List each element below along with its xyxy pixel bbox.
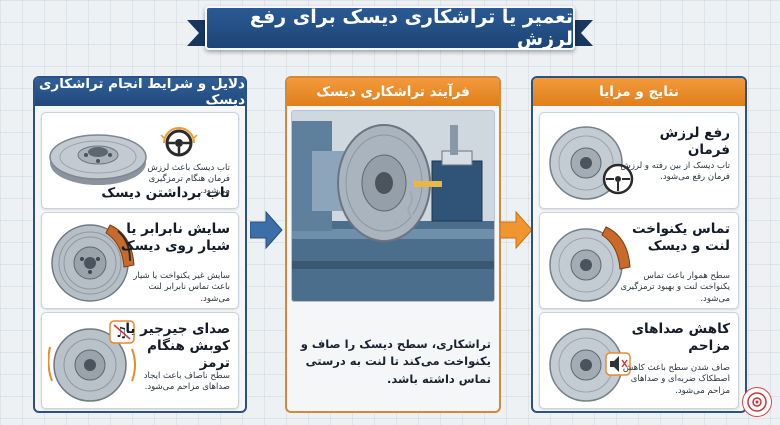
cause-2-desc: سایش غیر یکنواخت یا شیار باعث تماس نابرا…	[133, 271, 230, 304]
process-header-text: فرآیند تراشکاری دیسک	[316, 84, 470, 100]
causes-panel-header: دلایل و شرایط انجام تراشکاری دیسک	[35, 76, 245, 108]
arrow-right-orange-icon	[500, 210, 533, 250]
result-1-desc: تاب دیسک از بین رفته و لرزش فرمان رفع می…	[620, 161, 730, 183]
result-3-title: کاهش صداهای مزاحم	[631, 321, 730, 354]
results-panel-header: نتایج و مزایا	[533, 78, 745, 106]
cause-2-title: سایش نابرابر یا شیار روی دیسک	[120, 221, 230, 254]
quiet-disc-icon	[549, 328, 631, 402]
smooth-disc-steering-icon	[549, 126, 634, 200]
result-card-contact: تماس یکنواخت لنت و دیسک سطح هموار باعث ت…	[539, 212, 739, 309]
title-banner: تعمیر یا تراشکاری دیسک برای رفع لرزش	[187, 6, 593, 50]
noisy-disc-icon: ♫	[48, 320, 136, 402]
title-box: تعمیر یا تراشکاری دیسک برای رفع لرزش	[205, 6, 575, 50]
cause-3-title: صدای جیرجیر یا کوبش هنگام ترمز	[125, 321, 230, 371]
cause-3-desc: سطح ناصاف باعث ایجاد صداهای مزاحم می‌شود…	[143, 371, 230, 393]
cause-1-desc: تاب دیسک باعث لرزش فرمان هنگام ترمزگیری …	[147, 163, 230, 196]
process-panel-header: فرآیند تراشکاری دیسک	[287, 78, 499, 106]
page-title: تعمیر یا تراشکاری دیسک برای رفع لرزش	[249, 6, 573, 50]
process-caption: تراشکاری، سطح دیسک را صاف و یکنواخت می‌ک…	[300, 337, 491, 386]
result-3-desc: صاف شدن سطح باعث کاهش اصطکاک ضربه‌ای و ص…	[622, 363, 730, 396]
causes-panel: دلایل و شرایط انجام تراشکاری دیسک تاب دی…	[33, 76, 247, 413]
disc-pad-contact-icon	[549, 226, 631, 302]
logo-disc-icon	[747, 392, 767, 412]
result-card-noise: کاهش صداهای مزاحم صاف شدن سطح باعث کاهش …	[539, 312, 739, 409]
cause-card-noise: ♫ صدای جیرجیر یا کوبش هنگام ترمز سطح ناص…	[41, 312, 239, 409]
process-panel: فرآیند تراشکاری دیسک تراشکاری، سطح دیسک …	[285, 76, 501, 413]
result-2-desc: سطح هموار باعث تماس یکنواخت لنت و بهبود …	[620, 271, 730, 304]
result-1-title: رفع لرزش فرمان	[659, 125, 730, 158]
warped-disc-icon	[49, 134, 147, 185]
cause-card-uneven: سایش نابرابر یا شیار روی دیسک سایش غیر ی…	[41, 212, 239, 309]
cause-card-warped: تاب دیسک باعث لرزش فرمان هنگام ترمزگیری …	[41, 112, 239, 209]
results-header-text: نتایج و مزایا	[599, 84, 679, 100]
results-panel: نتایج و مزایا رفع لرزش فرمان تاب دیسک از…	[531, 76, 747, 413]
lathe-machine-icon	[292, 111, 494, 301]
lathe-image	[291, 110, 495, 302]
brand-logo	[742, 387, 772, 417]
grooved-disc-icon	[51, 224, 135, 302]
result-2-title: تماس یکنواخت لنت و دیسک	[631, 221, 730, 254]
steering-wheel-icon	[160, 127, 198, 157]
result-card-vibration: رفع لرزش فرمان تاب دیسک از بین رفته و لر…	[539, 112, 739, 209]
arrow-right-icon	[250, 210, 283, 250]
cause-1-title: تاب برداشتن دیسک	[101, 185, 230, 201]
causes-header-text: دلایل و شرایط انجام تراشکاری دیسک	[39, 76, 245, 108]
